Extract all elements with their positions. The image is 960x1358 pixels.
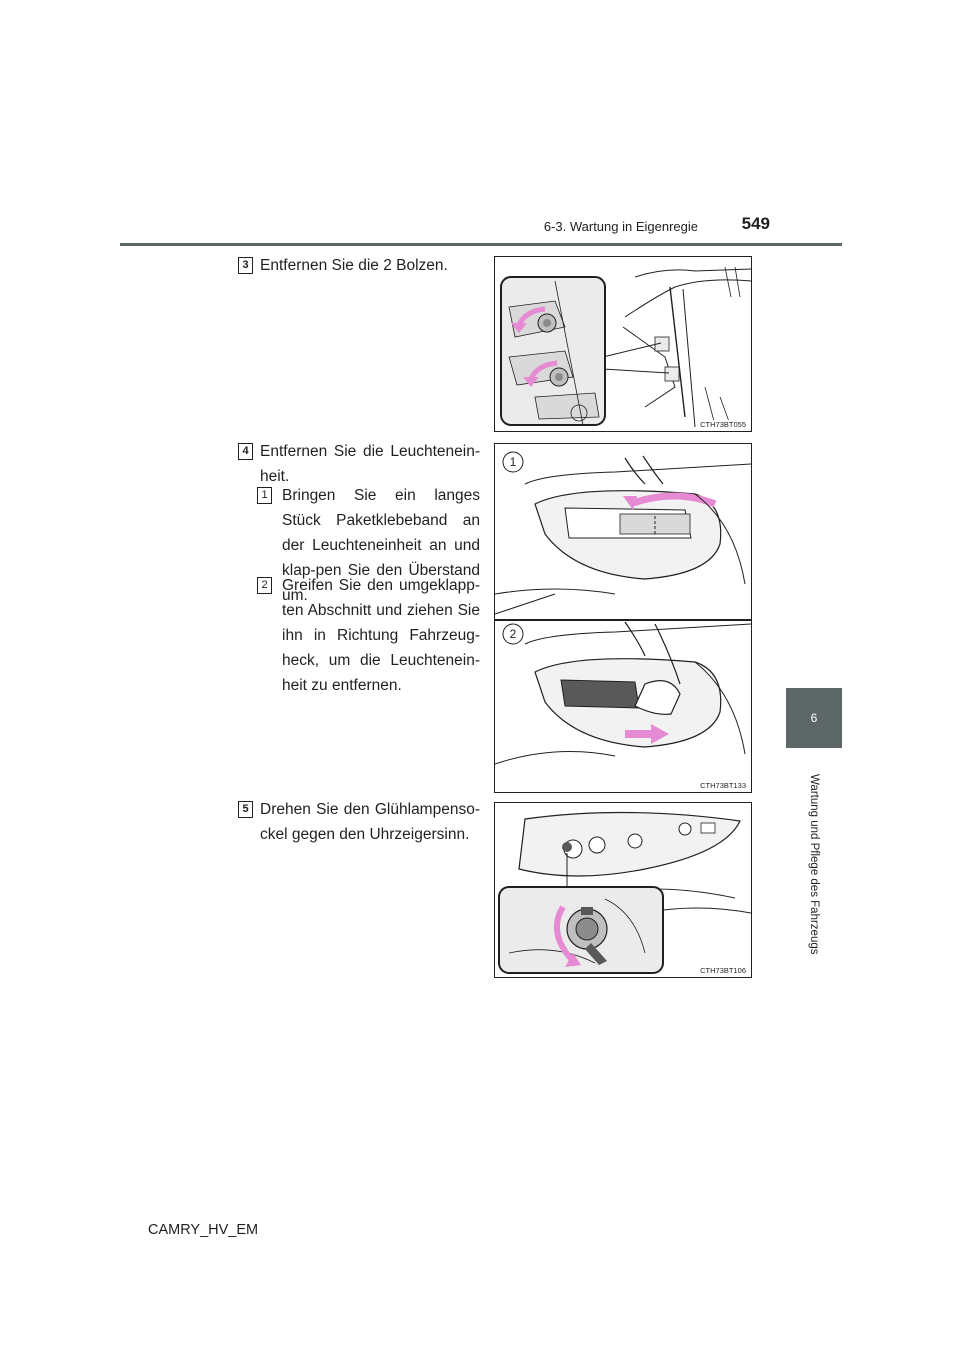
substep-2-text: Greifen Sie den umgeklapp-ten Abschnitt … [282, 577, 480, 694]
substep-2-marker: 2 [257, 577, 272, 594]
chapter-title: Wartung und Pflege des Fahrzeugs [808, 773, 820, 955]
step-3-badge: 3 [238, 257, 253, 274]
chapter-title-tab: Wartung und Pflege des Fahrzeugs [786, 748, 842, 980]
chapter-tab: 6 [786, 688, 842, 748]
figure-code: CTH73BT055 [699, 420, 747, 429]
model-code: CAMRY_HV_EM [148, 1222, 259, 1238]
figure-remove-bolts: CTH73BT055 [494, 256, 752, 432]
bulb-socket-illustration [498, 811, 751, 974]
header-rule [120, 243, 842, 246]
bolt-illustration [500, 266, 751, 428]
figure-label-1: 1 [510, 455, 517, 469]
figure-code: CTH73BT106 [699, 966, 747, 975]
page-number: 549 [741, 214, 770, 233]
step-3-text: Entfernen Sie die 2 Bolzen. [260, 257, 448, 274]
chapter-number: 6 [810, 711, 818, 725]
step-5-badge: 5 [238, 801, 253, 818]
figure-label-2: 2 [510, 627, 517, 641]
step-5-text: Drehen Sie den Glühlampenso-ckel gegen d… [260, 801, 480, 843]
figure-bulb-socket: CTH73BT106 [494, 802, 752, 978]
section-title: 6-3. Wartung in Eigenregie [543, 219, 698, 234]
step-4-badge: 4 [238, 443, 253, 460]
step-4-text: Entfernen Sie die Leuchtenein-heit. [260, 443, 480, 485]
figure-code: CTH73BT133 [699, 781, 747, 790]
lamp-unit-illustration: 1 2 [495, 451, 751, 765]
figure-remove-lamp-unit: 1 2 CTH73BT133 [494, 443, 752, 793]
substep-1-text: Bringen Sie ein langes Stück Paketklebeb… [282, 487, 480, 604]
substep-1-marker: 1 [257, 487, 272, 504]
